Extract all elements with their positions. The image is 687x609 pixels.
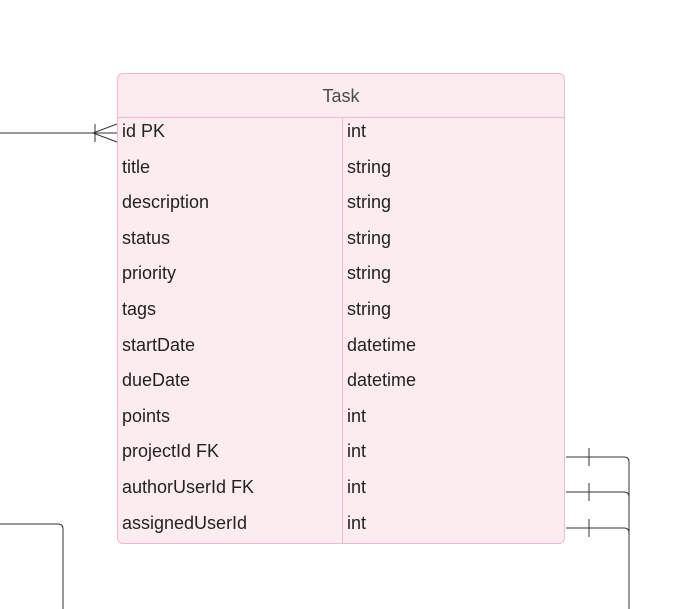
field-row[interactable]: assignedUserId int bbox=[118, 510, 564, 543]
field-type: datetime bbox=[347, 370, 417, 391]
field-type: int bbox=[347, 512, 367, 533]
field-row[interactable]: tags string bbox=[118, 296, 564, 332]
field-name: assignedUserId bbox=[122, 512, 248, 533]
field-name: tags bbox=[122, 298, 157, 319]
field-row[interactable]: authorUserId FK int bbox=[118, 474, 564, 510]
field-name: title bbox=[122, 156, 151, 177]
field-name: status bbox=[122, 227, 171, 248]
entity-title: Task bbox=[118, 74, 564, 118]
connector-assigneduserid[interactable] bbox=[566, 519, 630, 609]
connector-id-crowfoot[interactable] bbox=[0, 123, 118, 143]
field-row[interactable]: title string bbox=[118, 154, 564, 190]
field-name: dueDate bbox=[122, 370, 191, 391]
field-name: description bbox=[122, 192, 210, 213]
field-type: string bbox=[347, 192, 392, 213]
field-row[interactable]: priority string bbox=[118, 260, 564, 296]
field-row[interactable]: dueDate datetime bbox=[118, 367, 564, 403]
field-name: priority bbox=[122, 263, 177, 284]
connector-authoruserid[interactable] bbox=[566, 483, 630, 609]
field-type: string bbox=[347, 263, 392, 284]
field-name: projectId FK bbox=[122, 441, 220, 462]
field-row[interactable]: id PK int bbox=[118, 118, 564, 154]
field-type: int bbox=[347, 476, 367, 497]
field-row[interactable]: startDate datetime bbox=[118, 332, 564, 368]
field-type: string bbox=[347, 156, 392, 177]
field-row[interactable]: status string bbox=[118, 225, 564, 261]
field-name: startDate bbox=[122, 334, 196, 355]
field-name: authorUserId FK bbox=[122, 476, 255, 497]
connector-bottom-left[interactable] bbox=[0, 523, 64, 609]
field-row[interactable]: points int bbox=[118, 403, 564, 439]
connector-projectid[interactable] bbox=[566, 448, 630, 609]
field-name: id PK bbox=[122, 121, 166, 141]
field-type: int bbox=[347, 441, 367, 462]
column-divider bbox=[342, 118, 343, 543]
field-row[interactable]: description string bbox=[118, 189, 564, 225]
field-type: datetime bbox=[347, 334, 417, 355]
task-entity-box[interactable]: Task id PK int title string description strin… bbox=[117, 73, 565, 544]
field-type: string bbox=[347, 298, 392, 319]
field-type: int bbox=[347, 121, 367, 141]
field-row[interactable]: projectId FK int bbox=[118, 438, 564, 474]
field-name: points bbox=[122, 405, 171, 426]
field-type: string bbox=[347, 227, 392, 248]
field-type: int bbox=[347, 405, 367, 426]
